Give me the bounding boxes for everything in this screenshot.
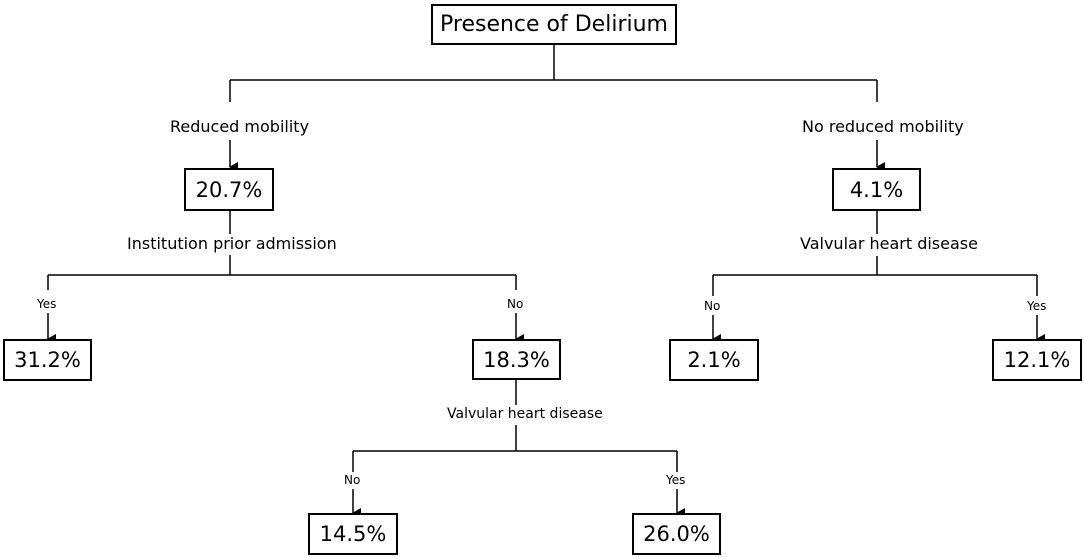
branch-label-no-left: No [507, 297, 524, 312]
split-label-valvular-bottom: Valvular heart disease [447, 406, 603, 423]
branch-label-yes-bottom: Yes [666, 473, 686, 488]
node-valvular-yes-right: 12.1% [992, 339, 1082, 381]
branch-label-yes-left: Yes [37, 297, 57, 312]
node-valvular-no-right: 2.1% [669, 339, 759, 381]
split-label-institution: Institution prior admission [127, 234, 337, 254]
branch-label-yes-right: Yes [1027, 299, 1047, 314]
root-node: Presence of Delirium [431, 4, 677, 45]
node-valvular-no-bottom: 14.5% [308, 513, 398, 555]
node-no-reduced-mobility: 4.1% [832, 168, 921, 211]
split-label-reduced-mobility: Reduced mobility [170, 117, 310, 137]
node-valvular-yes-bottom: 26.0% [632, 513, 721, 555]
split-label-no-reduced-mobility: No reduced mobility [802, 117, 964, 137]
node-institution-yes: 31.2% [3, 339, 92, 381]
branch-label-no-bottom: No [344, 473, 361, 488]
node-institution-no: 18.3% [472, 339, 561, 380]
branch-label-no-right: No [704, 299, 721, 314]
root-title: Presence of Delirium [440, 12, 668, 37]
split-label-valvular-right: Valvular heart disease [800, 234, 978, 254]
node-reduced-mobility: 20.7% [184, 168, 274, 211]
